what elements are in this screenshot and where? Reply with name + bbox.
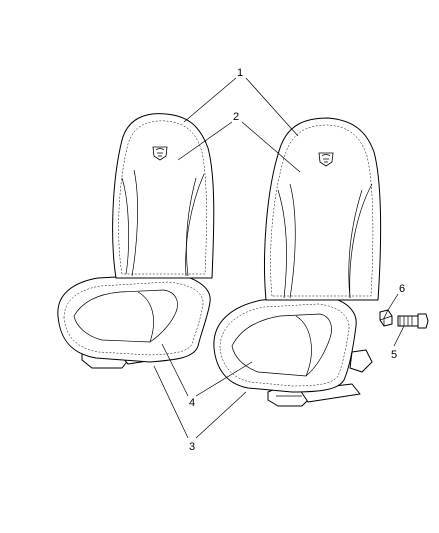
- callout-5: 5: [391, 349, 397, 361]
- left-seat: [57, 113, 215, 369]
- ram-head-emblem-icon: [318, 152, 334, 167]
- callout-1: 1: [237, 67, 243, 79]
- right-seat-cushion: [213, 295, 357, 393]
- nut-icon: [379, 309, 393, 327]
- callout-2: 2: [233, 111, 239, 123]
- left-seat-cushion: [57, 273, 211, 363]
- right-seat: [213, 117, 382, 407]
- right-seat-backrest: [264, 117, 382, 301]
- bolt-icon: [397, 313, 429, 329]
- callout-4: 4: [189, 397, 195, 409]
- callout-6: 6: [399, 283, 405, 295]
- callout-3: 3: [189, 441, 195, 453]
- left-seat-backrest: [112, 113, 215, 279]
- ram-head-emblem-icon: [152, 146, 168, 161]
- leader-lines: [153, 77, 405, 439]
